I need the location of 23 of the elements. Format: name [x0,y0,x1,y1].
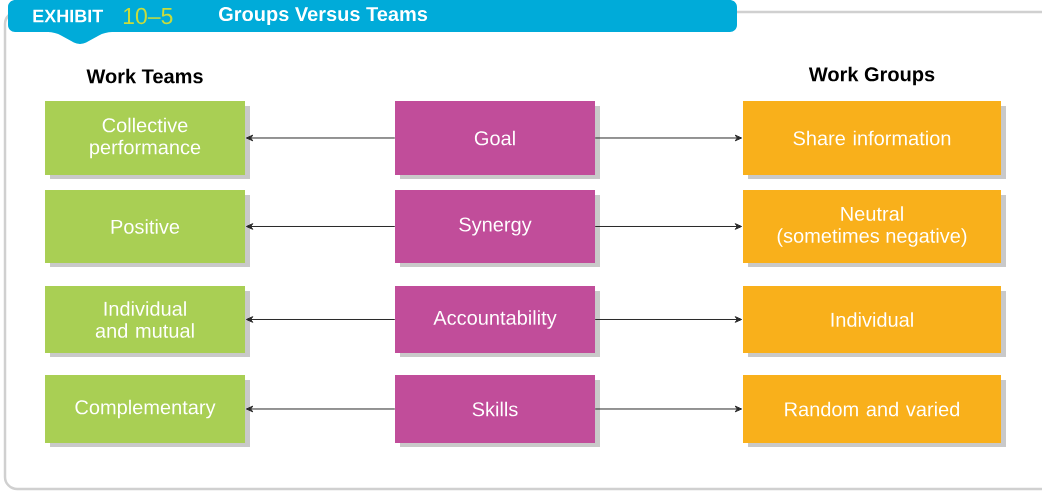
title: Groups Versus Teams [219,6,428,26]
process-box: Individual [743,286,1006,357]
process-box: Individual and mutual [45,286,250,357]
process-box: Collective performance [45,101,250,179]
arrow [245,316,396,323]
exhibit-number: 10–5 [123,7,173,25]
process-box: Random and varied [743,375,1006,447]
arrow [245,223,396,230]
process-box: Neutral (sometimes negative) [743,190,1006,267]
process-box: Complementary [45,375,250,447]
process-box: Goal [395,101,600,179]
arrow [245,405,396,413]
arrow [594,316,743,323]
arrow [594,405,743,413]
process-box: Positive [45,190,250,267]
exhibit-label: EXHIBIT [33,9,104,23]
process-box: Accountability [395,286,600,357]
arrow [245,134,396,142]
process-box: Skills [395,375,600,447]
arrow [594,223,743,230]
process-box: Share information [743,101,1006,179]
process-box: Synergy [395,190,600,267]
arrow [594,134,743,142]
